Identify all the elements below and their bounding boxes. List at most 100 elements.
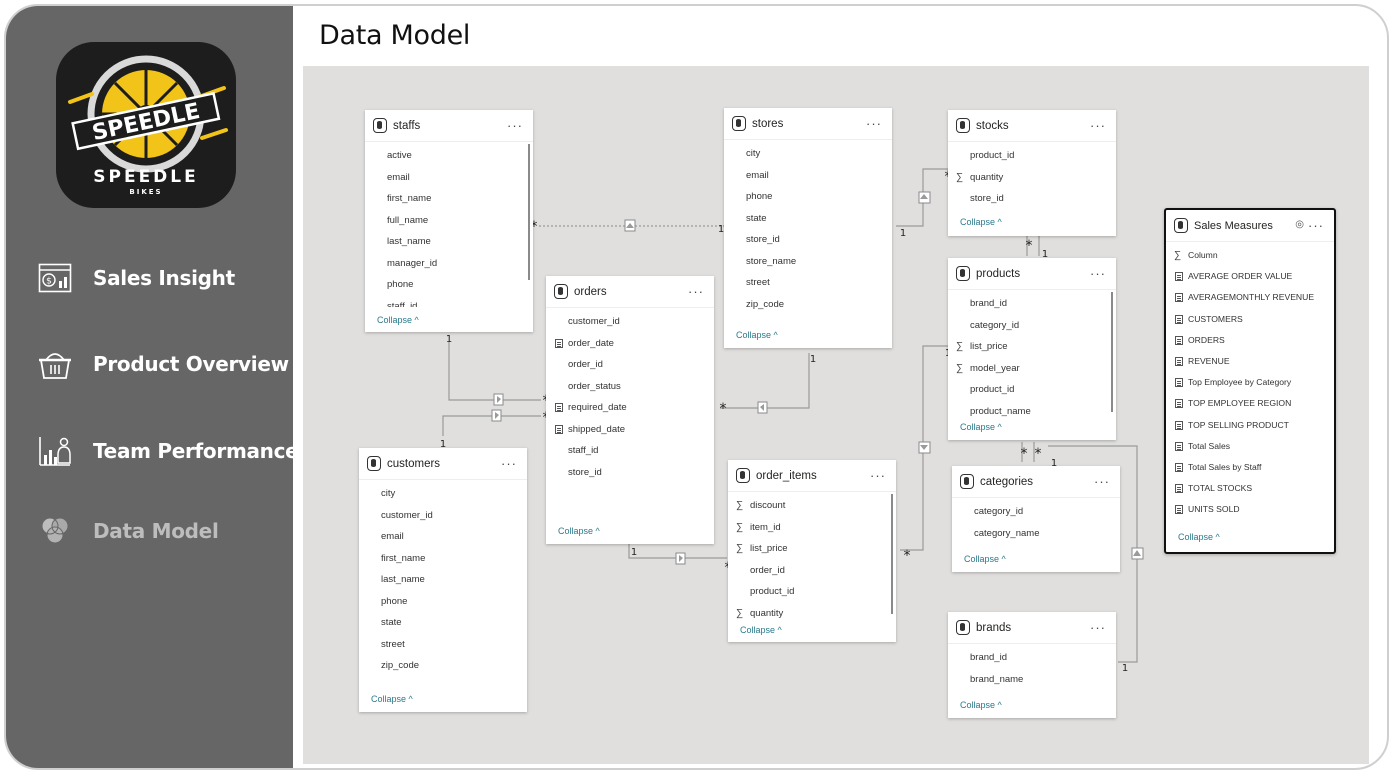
collapse-button[interactable]: Collapse ^ xyxy=(377,315,419,325)
table-stocks[interactable]: stocks ··· product_id ∑quantity store_id… xyxy=(948,110,1116,236)
table-products[interactable]: products ··· brand_id category_id ∑list_… xyxy=(948,258,1116,440)
field-row[interactable]: category_id xyxy=(948,315,1116,337)
field-row[interactable]: store_name xyxy=(724,251,892,273)
table-sales-measures[interactable]: Sales Measures ◎ ··· ∑Column AVERAGE ORD… xyxy=(1164,208,1336,554)
field-row[interactable]: order_id xyxy=(546,354,714,376)
measure-row[interactable]: REVENUE xyxy=(1166,351,1334,372)
measure-row[interactable]: TOP SELLING PRODUCT xyxy=(1166,415,1334,436)
field-row[interactable]: required_date xyxy=(546,397,714,419)
field-row[interactable]: city xyxy=(724,143,892,165)
field-row[interactable]: email xyxy=(359,526,527,548)
collapse-button[interactable]: Collapse ^ xyxy=(960,700,1002,710)
collapse-button[interactable]: Collapse ^ xyxy=(736,330,778,340)
field-row[interactable]: last_name xyxy=(359,569,527,591)
scrollbar[interactable] xyxy=(528,144,530,280)
field-row[interactable]: store_id xyxy=(948,188,1116,210)
field-row[interactable]: staff_id xyxy=(546,440,714,462)
field-row[interactable]: email xyxy=(724,165,892,187)
field-row[interactable]: staff_id xyxy=(365,296,533,308)
field-row[interactable]: ∑Column xyxy=(1166,245,1334,266)
field-row[interactable]: brand_name xyxy=(948,669,1116,691)
field-row[interactable]: product_id xyxy=(948,145,1116,167)
field-row[interactable]: ∑quantity xyxy=(728,603,896,623)
field-row[interactable]: first_name xyxy=(365,188,533,210)
table-categories[interactable]: categories ··· category_id category_name… xyxy=(952,466,1120,572)
more-options-icon[interactable]: ··· xyxy=(1094,474,1110,489)
nav-team-performance[interactable]: Team Performance xyxy=(36,431,299,471)
more-options-icon[interactable]: ··· xyxy=(866,116,882,131)
field-row[interactable]: product_id xyxy=(948,379,1116,401)
field-row[interactable]: state xyxy=(724,208,892,230)
field-row[interactable]: state xyxy=(359,612,527,634)
field-row[interactable]: full_name xyxy=(365,210,533,232)
collapse-button[interactable]: Collapse ^ xyxy=(558,526,600,536)
field-row[interactable]: phone xyxy=(359,591,527,613)
collapse-button[interactable]: Collapse ^ xyxy=(964,554,1006,564)
field-row[interactable]: order_status xyxy=(546,376,714,398)
field-row[interactable]: first_name xyxy=(359,548,527,570)
field-row[interactable]: shipped_date xyxy=(546,419,714,441)
table-header[interactable]: stocks ··· xyxy=(948,110,1116,142)
table-header[interactable]: Sales Measures ◎ ··· xyxy=(1166,210,1334,242)
field-row[interactable]: last_name xyxy=(365,231,533,253)
field-row[interactable]: email xyxy=(365,167,533,189)
measure-row[interactable]: TOP EMPLOYEE REGION xyxy=(1166,393,1334,414)
field-row[interactable]: ∑model_year xyxy=(948,358,1116,380)
field-row[interactable]: customer_id xyxy=(359,505,527,527)
field-row[interactable]: category_id xyxy=(952,501,1120,523)
measure-row[interactable]: AVERAGEMONTHLY REVENUE xyxy=(1166,287,1334,308)
more-options-icon[interactable]: ··· xyxy=(870,468,886,483)
measure-row[interactable]: Total Sales by Staff xyxy=(1166,457,1334,478)
measure-row[interactable]: TOTAL STOCKS xyxy=(1166,478,1334,499)
field-row[interactable]: category_name xyxy=(952,523,1120,545)
field-row[interactable]: ∑item_id xyxy=(728,517,896,539)
collapse-button[interactable]: Collapse ^ xyxy=(371,694,413,704)
field-row[interactable]: zip_code xyxy=(359,655,527,677)
field-row[interactable]: ∑list_price xyxy=(948,336,1116,358)
field-row[interactable]: ∑discount xyxy=(728,495,896,517)
more-options-icon[interactable]: ··· xyxy=(1090,266,1106,281)
nav-data-model[interactable]: Data Model xyxy=(36,511,219,551)
field-row[interactable]: product_id xyxy=(728,581,896,603)
table-header[interactable]: stores ··· xyxy=(724,108,892,140)
hidden-eye-icon[interactable]: ◎ xyxy=(1295,219,1304,230)
field-row[interactable]: street xyxy=(359,634,527,656)
measure-row[interactable]: AVERAGE ORDER VALUE xyxy=(1166,266,1334,287)
table-staffs[interactable]: staffs ··· active email first_name full_… xyxy=(365,110,533,332)
table-header[interactable]: products ··· xyxy=(948,258,1116,290)
table-header[interactable]: staffs ··· xyxy=(365,110,533,142)
table-header[interactable]: orders ··· xyxy=(546,276,714,308)
more-options-icon[interactable]: ··· xyxy=(1308,218,1324,233)
collapse-button[interactable]: Collapse ^ xyxy=(960,217,1002,227)
nav-sales-insight[interactable]: $ Sales Insight xyxy=(36,258,235,298)
measure-row[interactable]: ORDERS xyxy=(1166,330,1334,351)
field-row[interactable]: brand_id xyxy=(948,293,1116,315)
field-row[interactable]: active xyxy=(365,145,533,167)
field-row[interactable]: store_id xyxy=(724,229,892,251)
model-canvas[interactable]: * 1 1 1 * * * 1 1 * 1 * * 1 * 1 * * 1 1 xyxy=(303,66,1369,764)
field-row[interactable]: manager_id xyxy=(365,253,533,275)
field-row[interactable]: ∑list_price xyxy=(728,538,896,560)
measure-row[interactable]: CUSTOMERS xyxy=(1166,309,1334,330)
nav-product-overview[interactable]: Product Overview xyxy=(36,344,289,384)
field-row[interactable]: order_date xyxy=(546,333,714,355)
collapse-button[interactable]: Collapse ^ xyxy=(740,625,782,635)
table-customers[interactable]: customers ··· city customer_id email fir… xyxy=(359,448,527,712)
more-options-icon[interactable]: ··· xyxy=(688,284,704,299)
more-options-icon[interactable]: ··· xyxy=(507,118,523,133)
field-row[interactable]: phone xyxy=(365,274,533,296)
table-header[interactable]: brands ··· xyxy=(948,612,1116,644)
table-header[interactable]: order_items ··· xyxy=(728,460,896,492)
table-brands[interactable]: brands ··· brand_id brand_name Collapse … xyxy=(948,612,1116,718)
field-row[interactable]: city xyxy=(359,483,527,505)
measure-row[interactable]: Top Employee by Category xyxy=(1166,372,1334,393)
field-row[interactable]: ∑quantity xyxy=(948,167,1116,189)
scrollbar[interactable] xyxy=(891,494,893,614)
more-options-icon[interactable]: ··· xyxy=(1090,620,1106,635)
field-row[interactable]: customer_id xyxy=(546,311,714,333)
table-order-items[interactable]: order_items ··· ∑discount ∑item_id ∑list… xyxy=(728,460,896,642)
more-options-icon[interactable]: ··· xyxy=(501,456,517,471)
more-options-icon[interactable]: ··· xyxy=(1090,118,1106,133)
collapse-button[interactable]: Collapse ^ xyxy=(1178,532,1220,542)
table-stores[interactable]: stores ··· city email phone state store_… xyxy=(724,108,892,348)
